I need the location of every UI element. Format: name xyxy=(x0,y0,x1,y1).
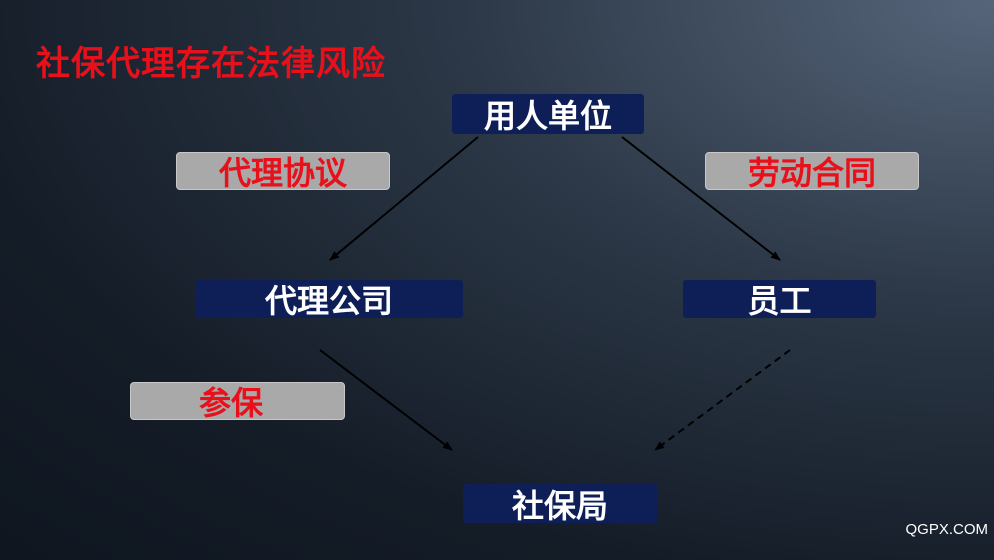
label-agency-agreement: 代理协议 xyxy=(176,152,390,192)
slide-title: 社保代理存在法律风险 xyxy=(36,44,386,84)
node-employee: 员工 xyxy=(683,280,876,320)
node-employer: 用人单位 xyxy=(452,94,644,135)
arrow-employer-to-agency xyxy=(329,136,479,261)
watermark: QGPX.COM xyxy=(905,521,988,538)
label-labor-contract: 劳动合同 xyxy=(705,152,919,192)
label-insurance-enrollment: 参保 xyxy=(130,382,345,422)
arrow-employee-to-bureau-dashed xyxy=(654,349,791,451)
arrow-agency-to-bureau xyxy=(319,349,453,451)
node-agency: 代理公司 xyxy=(195,280,463,320)
node-social-security-bureau: 社保局 xyxy=(463,484,657,525)
arrow-employer-to-employee xyxy=(621,136,781,261)
